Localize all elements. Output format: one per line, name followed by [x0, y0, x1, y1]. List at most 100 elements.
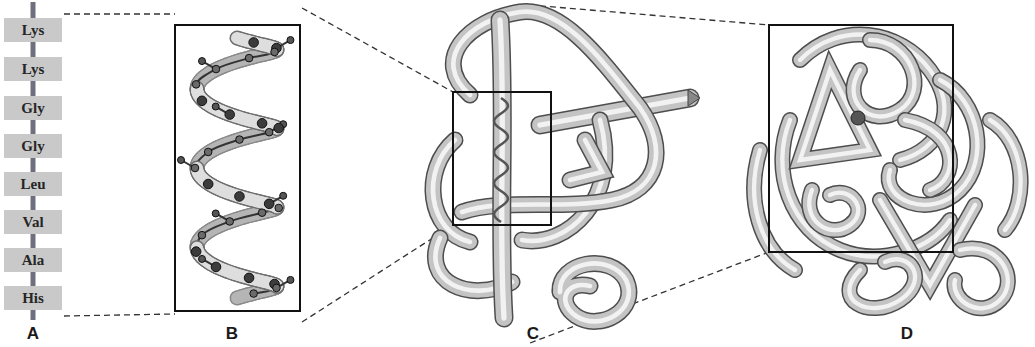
- side-chain-atom: [178, 157, 185, 164]
- backbone-atom: [197, 96, 207, 106]
- peptide-chain: [31, 158, 36, 172]
- backbone-atom: [245, 54, 253, 62]
- side-chain-atom: [280, 192, 287, 199]
- leader-line: [64, 314, 175, 316]
- residue-box: Lys: [4, 57, 62, 81]
- core-rod: [851, 111, 865, 125]
- coil-tube: [570, 140, 602, 180]
- backbone-atom: [212, 65, 220, 73]
- helix-tube: [500, 20, 504, 318]
- helix-ribbon: [237, 297, 241, 298]
- coil-tube: [433, 140, 470, 242]
- subunit-tube: [889, 80, 978, 205]
- subunit-tube: [954, 248, 1007, 308]
- subunit-tube: [905, 120, 950, 190]
- backbone-atom: [274, 123, 284, 133]
- panel-letter: D: [901, 325, 913, 342]
- subunit-tube: [800, 35, 944, 160]
- subunit-tube: [849, 259, 915, 308]
- subunit-tube: [854, 40, 915, 116]
- subunit-tube: [849, 259, 915, 308]
- leader-line: [64, 13, 175, 14]
- subunit-tube: [809, 190, 858, 230]
- coil-tube: [453, 12, 656, 212]
- rod-end: [688, 90, 700, 106]
- panel-letter: B: [226, 325, 238, 342]
- side-chain-atom: [287, 276, 294, 283]
- peptide-chain: [31, 81, 36, 96]
- tertiary-structure: [433, 12, 700, 322]
- peptide-chain: [31, 234, 36, 248]
- backbone-atom: [258, 209, 266, 217]
- residue-name: Val: [22, 215, 43, 230]
- rod-segment: [540, 98, 690, 125]
- helix-ribbon: [269, 278, 284, 293]
- subunit-tube: [849, 259, 915, 308]
- residue-box: His: [4, 286, 62, 310]
- coil-tube: [570, 140, 602, 180]
- subunit-tube: [854, 40, 915, 116]
- peptide-chain: [31, 196, 36, 210]
- residue-name: Lys: [22, 23, 45, 38]
- subunit-tube: [800, 35, 944, 160]
- coil-tube: [453, 12, 656, 212]
- helix-marking: [494, 98, 508, 222]
- helix-ribbon: [269, 42, 282, 54]
- helix-tube: [500, 20, 504, 318]
- zoom-leaders: [64, 5, 769, 343]
- coil-tube: [560, 263, 629, 321]
- residue-name: Gly: [21, 101, 44, 116]
- residue-box: Val: [4, 210, 62, 234]
- subunit-tube: [954, 248, 1007, 308]
- subunit-tube: [809, 190, 858, 230]
- leader-line: [302, 8, 453, 92]
- subunit-tube: [889, 80, 978, 205]
- subunit-tube: [889, 80, 978, 205]
- residue-name: Gly: [21, 139, 44, 154]
- backbone-atom: [204, 148, 212, 156]
- peptide-chain: [31, 120, 36, 134]
- backbone-atom: [264, 199, 274, 209]
- side-chain-atom: [199, 255, 206, 262]
- residue-box: Gly: [4, 96, 62, 120]
- backbone-atom: [198, 231, 206, 239]
- backbone-atom: [226, 218, 234, 226]
- subunit-tube: [990, 120, 1021, 230]
- backbone-atom: [192, 81, 200, 89]
- backbone-atom: [203, 179, 213, 189]
- subunit-tube: [990, 120, 1021, 230]
- panel-letter: A: [27, 325, 39, 342]
- quaternary-structure: [754, 35, 1020, 309]
- rod-segment: [540, 98, 690, 125]
- rod-segment: [540, 98, 690, 125]
- coil-tube: [522, 120, 605, 241]
- peptide-chain: [31, 272, 36, 286]
- backbone-atom: [191, 164, 199, 172]
- backbone-atom: [275, 204, 283, 212]
- coil-tube: [560, 263, 629, 321]
- helix-ribbon: [269, 41, 285, 56]
- subunit-tube: [800, 35, 944, 160]
- side-chain-atom: [199, 58, 206, 65]
- subunit-tube: [905, 120, 950, 190]
- residue-name: His: [22, 291, 44, 306]
- side-chain-atom: [212, 103, 219, 110]
- backbone-atom: [273, 284, 281, 292]
- panel-letter: C: [527, 325, 539, 342]
- residue-box: Ala: [4, 248, 62, 272]
- backbone-atom: [191, 247, 201, 257]
- subunit-tube: [954, 248, 1007, 308]
- side-chain-atom: [212, 210, 219, 217]
- backbone-atom: [236, 136, 244, 144]
- subunit-tube: [809, 190, 858, 230]
- residue-box: Lys: [4, 18, 62, 42]
- residue-name: Lys: [22, 62, 45, 77]
- backbone-atom: [249, 38, 259, 48]
- helix-ribbon: [237, 297, 241, 298]
- backbone-atom: [211, 262, 221, 272]
- chain-end: [31, 2, 36, 19]
- leader-line: [530, 252, 769, 343]
- zoom-frame: [175, 25, 300, 311]
